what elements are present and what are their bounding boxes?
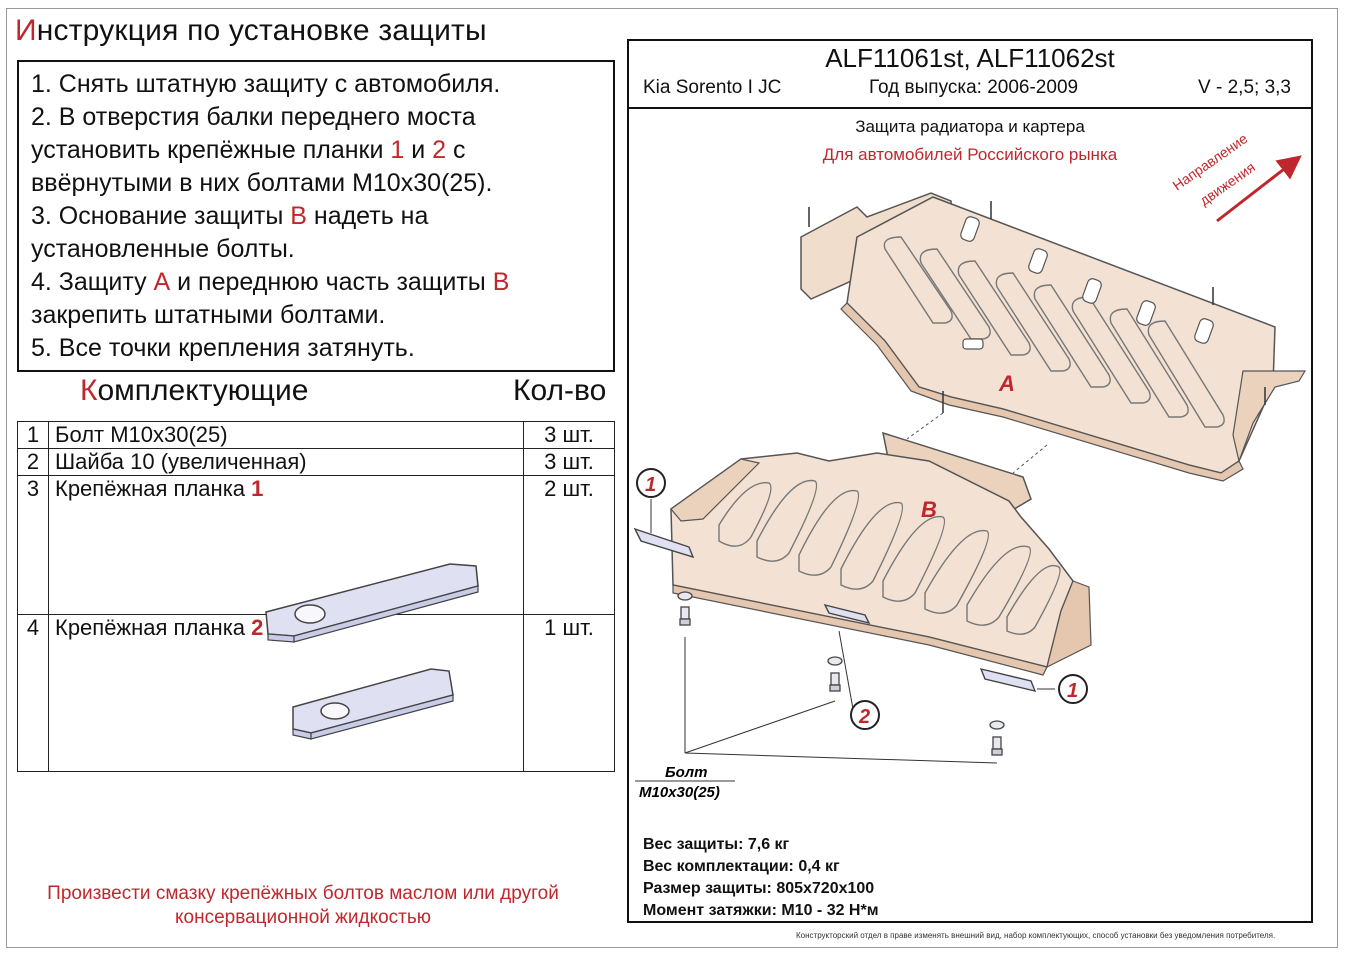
- spec-torque: Момент затяжки: М10 - 32 Н*м: [643, 902, 879, 919]
- step-text: с ввёрнутыми в них болтами М10х30(25).: [31, 136, 493, 197]
- instructions-box: 1. Снять штатную защиту с автомобиля. 2. …: [17, 60, 615, 372]
- part-qty: 3 шт.: [523, 448, 615, 476]
- page-frame: [6, 8, 1338, 948]
- part-a-bolts: [808, 201, 1266, 413]
- part-a-label: A: [998, 371, 1015, 396]
- step-text: 4. Защиту: [31, 268, 154, 296]
- assembly-drawing: Направление движения: [633, 130, 1307, 801]
- instruction-step: 3. Основание защиты В надеть на установл…: [31, 200, 601, 266]
- plate-2-image: [292, 668, 454, 740]
- part-name: Шайба 10 (увеличенная): [48, 448, 524, 476]
- svg-text:1: 1: [645, 474, 656, 496]
- table-row: 1 Болт М10х30(25) 3 шт.: [17, 421, 615, 449]
- engine-volume: V - 2,5; 3,3: [1198, 77, 1291, 98]
- callout-2: 2: [850, 700, 880, 730]
- spec-size: Размер защиты: 805х720х100: [643, 880, 875, 897]
- product-codes: ALF11061st, ALF11062st: [825, 43, 1115, 73]
- part-a-mount-slots: [960, 216, 1214, 350]
- svg-text:2: 2: [858, 706, 870, 728]
- table-row: 2 Шайба 10 (увеличенная) 3 шт.: [17, 448, 615, 476]
- instruction-step: 1. Снять штатную защиту с автомобиля.: [31, 68, 601, 101]
- part-a-guard: A: [800, 192, 1307, 482]
- part-name: Крепёжная планка: [55, 476, 252, 501]
- instruction-step: 5. Все точки крепления затянуть.: [31, 332, 601, 365]
- market-note: Для автомобилей Российского рынка: [822, 145, 1118, 164]
- components-table: 1 Болт М10х30(25) 3 шт. 2 Шайба 10 (увел…: [17, 421, 615, 772]
- drawing-subtitle: Защита радиатора и картера: [855, 117, 1085, 136]
- drawing-panel: ALF11061st, ALF11062st Kia Sorento I JC …: [627, 39, 1313, 923]
- row-number: 1: [17, 421, 49, 449]
- part-name: Болт М10х30(25): [48, 421, 524, 449]
- footer-disclaimer: Конструкторский отдел в праве изменять в…: [796, 931, 1276, 940]
- step-marker: В: [290, 202, 307, 230]
- part-name: Крепёжная планка: [55, 615, 252, 640]
- dotted-guides: [906, 412, 1048, 474]
- step-marker: 1: [390, 136, 405, 164]
- spec-kit-weight: Вес комплектации: 0,4 кг: [643, 858, 840, 875]
- row-number: 4: [17, 614, 49, 772]
- direction-arrow: [1216, 155, 1302, 223]
- part-mark: 2: [251, 615, 264, 640]
- leader-lines: [635, 499, 1055, 782]
- lubrication-note: Произвести смазку крепёжных болтов масло…: [47, 883, 559, 928]
- step-text: 3. Основание защиты: [31, 202, 291, 230]
- table-row: 3 Крепёжная планка 1 2 шт.: [17, 475, 615, 643]
- direction-indicator: Направление движения: [1170, 130, 1302, 223]
- page-title: Инструкция по установке защиты: [15, 14, 487, 47]
- instruction-step: 2. В отверстия балки переднего моста уст…: [31, 101, 601, 200]
- svg-text:1: 1: [1067, 680, 1078, 702]
- product-header: ALF11061st, ALF11062st Kia Sorento I JC …: [629, 41, 1311, 109]
- part-mark: 1: [251, 476, 264, 501]
- bolt-label-2: М10х30(25): [639, 784, 720, 801]
- step-text: 1. Снять штатную защиту с автомобиля.: [31, 70, 501, 98]
- callout-1-top: 1: [636, 468, 666, 498]
- bolts-and-washers: [677, 591, 1005, 756]
- car-model: Kia Sorento I JC: [643, 77, 782, 98]
- step-text: и: [404, 136, 433, 164]
- specs-block: Вес защиты: 7,6 кг Вес комплектации: 0,4…: [643, 834, 879, 922]
- step-text: и переднюю часть защиты: [170, 268, 493, 296]
- part-qty: 1 шт.: [523, 614, 615, 772]
- step-marker: 2: [432, 136, 447, 164]
- mounting-plates: [633, 527, 1037, 692]
- bolt-label-1: Болт: [665, 764, 707, 781]
- step-text: 5. Все точки крепления затянуть.: [31, 334, 415, 362]
- production-years: Год выпуска: 2006-2009: [869, 77, 1079, 98]
- part-qty: 2 шт.: [523, 475, 615, 615]
- part-b-guard: B: [670, 431, 1092, 676]
- quantity-header: Кол-во: [513, 374, 607, 407]
- part-qty: 3 шт.: [523, 421, 615, 449]
- callout-1-right: 1: [1058, 674, 1088, 704]
- row-number: 2: [17, 448, 49, 476]
- instruction-step: 4. Защиту А и переднюю часть защиты В за…: [31, 266, 601, 332]
- part-name-cell: Крепёжная планка 2: [48, 614, 524, 772]
- step-marker: А: [153, 268, 171, 296]
- spec-weight: Вес защиты: 7,6 кг: [643, 836, 790, 853]
- part-name-cell: Крепёжная планка 1: [48, 475, 524, 643]
- step-text: надеть на установленные болты.: [31, 202, 429, 263]
- table-row: 4 Крепёжная планка 2 1 шт.: [17, 614, 615, 772]
- step-marker: В: [492, 268, 510, 296]
- step-text: 2. В отверстия балки переднего моста уст…: [31, 103, 476, 164]
- components-title: Комплектующие: [80, 374, 309, 407]
- part-b-ribs: [718, 479, 1061, 635]
- row-number: 3: [17, 475, 49, 615]
- part-b-label: B: [921, 497, 937, 522]
- step-text: закрепить штатными болтами.: [31, 301, 386, 329]
